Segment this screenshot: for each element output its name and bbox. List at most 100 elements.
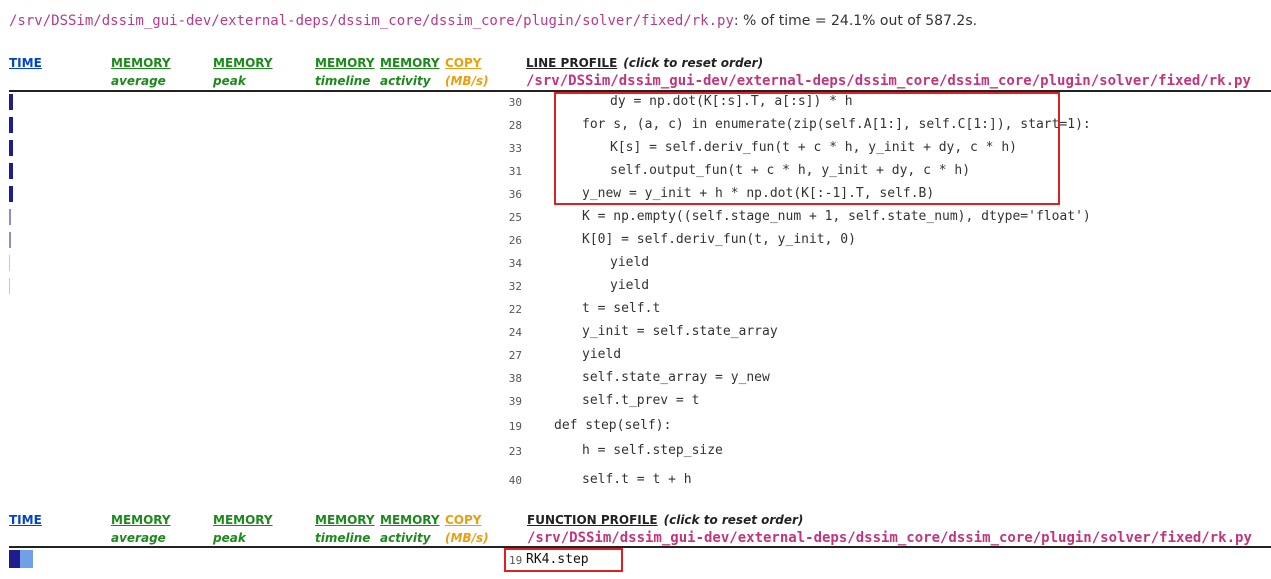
- line-number: 22: [508, 303, 522, 316]
- code-line: dy = np.dot(K[:s].T, a[:s]) * h: [610, 94, 853, 109]
- line-number: 39: [508, 395, 522, 408]
- function-name[interactable]: RK4.step: [526, 552, 589, 567]
- code-line: yield: [610, 278, 650, 293]
- func-memory-timeline-sub: timeline: [315, 531, 371, 545]
- line-profile-title[interactable]: LINE PROFILE: [526, 56, 618, 70]
- function-table-divider: [9, 546, 1271, 548]
- line-memory-average-header[interactable]: MEMORY average: [111, 54, 171, 90]
- code-line: h = self.step_size: [582, 443, 723, 458]
- line-row[interactable]: 22 t = self.t: [0, 298, 1271, 321]
- line-row[interactable]: 40 self.t = t + h: [0, 469, 1271, 492]
- line-row[interactable]: 24 y_init = self.state_array: [0, 321, 1271, 344]
- line-memory-timeline-header[interactable]: MEMORY timeline: [315, 54, 375, 90]
- line-row[interactable]: 33 K[s] = self.deriv_fun(t + c * h, y_ini…: [0, 137, 1271, 160]
- line-time-sort-link[interactable]: TIME: [9, 56, 42, 70]
- line-number: 31: [508, 165, 522, 178]
- time-bar: [9, 186, 13, 202]
- func-copy-header[interactable]: COPY (MB/s): [445, 511, 489, 547]
- func-memory-peak-header[interactable]: MEMORY peak: [213, 511, 273, 547]
- time-bar: [9, 94, 13, 110]
- line-number: 36: [508, 188, 522, 201]
- line-number: 32: [508, 280, 522, 293]
- func-copy-sub: (MB/s): [445, 531, 489, 545]
- line-memory-peak-link[interactable]: MEMORY: [213, 56, 273, 70]
- code-line: def step(self):: [554, 418, 672, 433]
- line-copy-header[interactable]: COPY (MB/s): [445, 54, 489, 90]
- line-number: 33: [508, 142, 522, 155]
- func-memory-timeline-header[interactable]: MEMORY timeline: [315, 511, 375, 547]
- func-memory-timeline-link[interactable]: MEMORY: [315, 513, 375, 527]
- code-line: for s, (a, c) in enumerate(zip(self.A[1:…: [582, 117, 1091, 132]
- time-bar: [9, 163, 13, 179]
- time-bar: [9, 140, 13, 156]
- line-number: 34: [508, 257, 522, 270]
- time-bar: [9, 255, 10, 271]
- line-number: 25: [508, 211, 522, 224]
- code-line: K = np.empty((self.stage_num + 1, self.s…: [582, 209, 1091, 224]
- code-line: self.t = t + h: [582, 472, 692, 487]
- func-time-column-header[interactable]: TIME: [9, 511, 42, 529]
- func-memory-average-header[interactable]: MEMORY average: [111, 511, 171, 547]
- line-profile-header[interactable]: LINE PROFILE (click to reset order) /srv/…: [526, 54, 1251, 90]
- function-profile-reset-hint[interactable]: (click to reset order): [663, 513, 804, 527]
- line-row[interactable]: 19 def step(self):: [0, 415, 1271, 438]
- time-bar-secondary: [20, 550, 33, 568]
- line-time-column-header[interactable]: TIME: [9, 54, 42, 72]
- line-memory-timeline-link[interactable]: MEMORY: [315, 56, 375, 70]
- func-memory-peak-sub: peak: [213, 531, 246, 545]
- time-bar: [9, 209, 11, 225]
- function-line-number: 19: [509, 554, 523, 567]
- line-profile-reset-hint[interactable]: (click to reset order): [623, 56, 764, 70]
- code-line: t = self.t: [582, 301, 661, 316]
- time-bar: [9, 117, 13, 133]
- line-memory-activity-link[interactable]: MEMORY: [380, 56, 440, 70]
- code-line: y_init = self.state_array: [582, 324, 778, 339]
- func-time-sort-link[interactable]: TIME: [9, 513, 42, 527]
- line-memory-peak-sub: peak: [213, 74, 246, 88]
- code-line: K[0] = self.deriv_fun(t, y_init, 0): [582, 232, 856, 247]
- line-number: 30: [508, 96, 522, 109]
- func-memory-activity-link[interactable]: MEMORY: [380, 513, 440, 527]
- line-number: 28: [508, 119, 522, 132]
- function-profile-header[interactable]: FUNCTION PROFILE (click to reset order) /…: [527, 511, 1252, 547]
- line-memory-peak-header[interactable]: MEMORY peak: [213, 54, 273, 90]
- line-memory-average-link[interactable]: MEMORY: [111, 56, 171, 70]
- line-memory-average-sub: average: [111, 74, 166, 88]
- time-bar: [9, 232, 11, 248]
- func-copy-link[interactable]: COPY: [445, 513, 482, 527]
- code-line: K[s] = self.deriv_fun(t + c * h, y_init …: [610, 140, 1017, 155]
- function-profile-path: /srv/DSSim/dssim_gui-dev/external-deps/d…: [527, 530, 1252, 546]
- line-memory-timeline-sub: timeline: [315, 74, 371, 88]
- line-row[interactable]: 30 dy = np.dot(K[:s].T, a[:s]) * h: [0, 91, 1271, 114]
- line-row[interactable]: 27 yield: [0, 344, 1271, 367]
- line-row[interactable]: 25 K = np.empty((self.stage_num + 1, self…: [0, 206, 1271, 229]
- line-row[interactable]: 32 yield: [0, 275, 1271, 298]
- line-profile-path: /srv/DSSim/dssim_gui-dev/external-deps/d…: [526, 73, 1251, 89]
- line-number: 40: [508, 474, 522, 487]
- highlight-box-function: [504, 548, 623, 572]
- line-memory-activity-header[interactable]: MEMORY activity: [380, 54, 440, 90]
- func-memory-activity-sub: activity: [380, 531, 431, 545]
- line-number: 26: [508, 234, 522, 247]
- line-number: 38: [508, 372, 522, 385]
- file-header: /srv/DSSim/dssim_gui-dev/external-deps/d…: [9, 13, 977, 29]
- line-number: 24: [508, 326, 522, 339]
- func-memory-average-link[interactable]: MEMORY: [111, 513, 171, 527]
- code-line: yield: [582, 347, 622, 362]
- line-number: 19: [508, 420, 522, 433]
- line-copy-link[interactable]: COPY: [445, 56, 482, 70]
- line-row[interactable]: 26 K[0] = self.deriv_fun(t, y_init, 0): [0, 229, 1271, 252]
- line-row[interactable]: 28 for s, (a, c) in enumerate(zip(self.A[…: [0, 114, 1271, 137]
- time-bar: [9, 278, 10, 294]
- line-number: 27: [508, 349, 522, 362]
- func-memory-peak-link[interactable]: MEMORY: [213, 513, 273, 527]
- function-profile-title[interactable]: FUNCTION PROFILE: [527, 513, 658, 527]
- func-memory-activity-header[interactable]: MEMORY activity: [380, 511, 440, 547]
